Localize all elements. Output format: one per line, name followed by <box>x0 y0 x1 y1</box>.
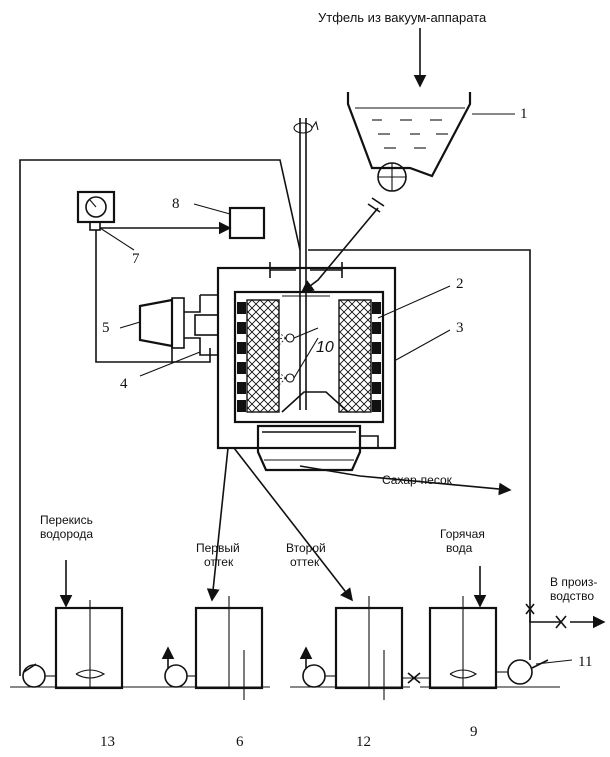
production-label-2: водство <box>550 589 594 603</box>
massecuite-feed-label: Утфель из вакуум-аппарата <box>318 10 487 25</box>
label-11: 11 <box>578 654 592 670</box>
label-10: 10 <box>316 339 334 356</box>
label-5: 5 <box>102 320 110 336</box>
label-9: 9 <box>470 724 478 740</box>
label-8: 8 <box>172 196 180 212</box>
second-runoff-label-1: Второй <box>286 541 326 555</box>
valve-12-9 <box>402 673 430 683</box>
production-label-1: В произ- <box>550 575 597 589</box>
leader-7 <box>100 228 134 250</box>
first-runoff-label-1: Первый <box>196 541 240 555</box>
tank-13 <box>10 600 160 688</box>
sugar-out-label: Сахар-песок <box>382 473 453 487</box>
hot-water-label-1: Горячая <box>440 527 485 541</box>
production-outlet <box>526 604 604 628</box>
second-runoff-label-2: оттек <box>290 555 320 569</box>
first-runoff-label-2: оттек <box>204 555 234 569</box>
tank-6 <box>150 596 270 700</box>
pressure-gauge-7 <box>78 192 114 230</box>
leader-2 <box>378 286 450 318</box>
leader-8 <box>194 204 230 214</box>
basket-drum-2 <box>235 292 383 422</box>
label-1: 1 <box>520 106 528 122</box>
tank-12 <box>290 596 410 700</box>
peroxide-label-2: водорода <box>40 527 93 541</box>
leader-3 <box>396 330 450 360</box>
pipe-first-runoff <box>212 448 228 600</box>
electric-motor-5 <box>140 298 184 348</box>
discharge-unit-4 <box>172 295 218 362</box>
label-12: 12 <box>356 734 371 750</box>
peroxide-label-1: Перекись <box>40 513 93 527</box>
leader-5 <box>120 322 140 328</box>
label-2: 2 <box>456 276 464 292</box>
leader-4 <box>140 352 200 376</box>
label-13: 13 <box>100 734 115 750</box>
label-4: 4 <box>120 376 128 392</box>
label-3: 3 <box>456 320 464 336</box>
centrifuge-shaft <box>294 118 318 410</box>
tank-9 <box>420 596 560 688</box>
hot-water-label-2: вода <box>446 541 473 555</box>
control-box-8 <box>230 208 264 238</box>
hopper-1 <box>348 92 470 212</box>
leader-11 <box>536 660 572 664</box>
label-6: 6 <box>236 734 244 750</box>
label-7: 7 <box>132 251 140 267</box>
